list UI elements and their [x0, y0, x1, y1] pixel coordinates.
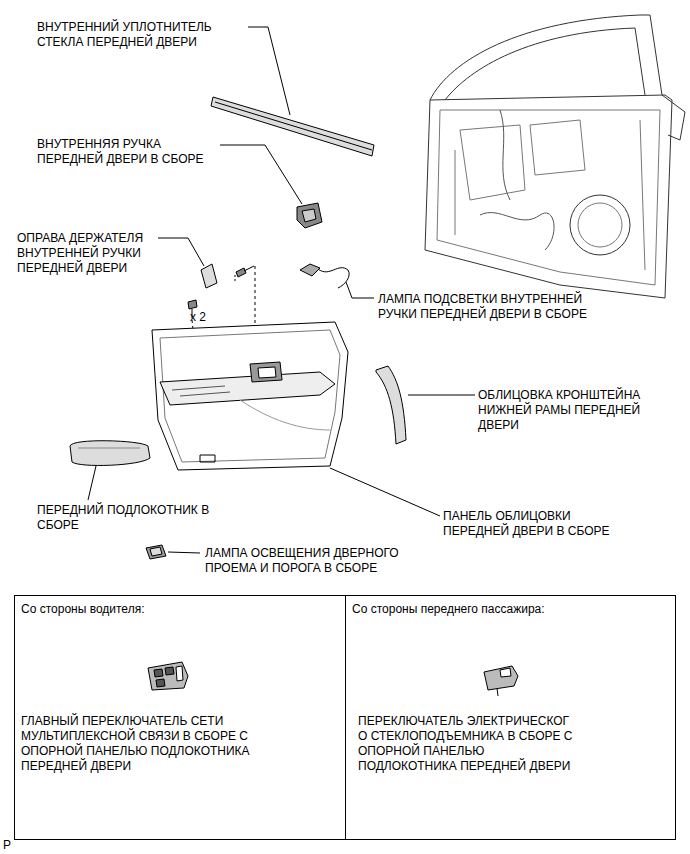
part-label: ЛАМПА ОСВЕЩЕНИЯ ДВЕРНОГО ПРОЕМА И ПОРОГА… — [205, 546, 415, 576]
table-cell: Со стороны водителя: ГЛАВНЫЙ ПЕРЕКЛЮЧАТЕЛ… — [14, 595, 346, 840]
weatherstrip — [211, 97, 374, 156]
master-switch-icon — [148, 662, 188, 690]
part-label: ГЛАВНЫЙ ПЕРЕКЛЮЧАТЕЛЬ СЕТИ МУЛЬТИПЛЕКСНО… — [21, 714, 261, 774]
cell-heading: Со стороны переднего пассажира: — [352, 602, 545, 617]
window-switch-icon — [484, 666, 518, 696]
cell-heading: Со стороны водителя: — [21, 602, 144, 617]
inner-handle — [297, 203, 322, 228]
table-cell: Со стороны переднего пассажира: ПЕРЕКЛЮЧА… — [345, 595, 676, 840]
quantity-note: x 2 — [190, 310, 220, 325]
door-frame — [425, 15, 685, 298]
page-mark: P — [3, 838, 23, 853]
bracket-garnish — [376, 366, 406, 444]
part-label: ПЕРЕКЛЮЧАТЕЛЬ ЭЛЕКТРИЧЕСКОГ О СТЕКЛОПОДЪ… — [358, 714, 580, 774]
part-label: ЛАМПА ПОДСВЕТКИ ВНУТРЕННЕЙ РУЧКИ ПЕРЕДНЕ… — [378, 292, 600, 322]
leader-lines — [88, 27, 475, 553]
part-label: ПАНЕЛЬ ОБЛИЦОВКИ ПЕРЕДНЕЙ ДВЕРИ В СБОРЕ — [443, 509, 633, 539]
part-label: ОПРАВА ДЕРЖАТЕЛЯ ВНУТРЕННЕЙ РУЧКИ ПЕРЕДН… — [17, 231, 157, 276]
courtesy-lamp — [146, 545, 166, 559]
part-label: ОБЛИЦОВКА КРОНШТЕЙНА НИЖНЕЙ РАМЫ ПЕРЕДНЕ… — [478, 388, 668, 433]
trim-panel — [152, 322, 348, 470]
handle-lamp — [300, 264, 349, 288]
handle-bezel — [201, 264, 217, 288]
part-label: ВНУТРЕННИЙ УПЛОТНИТЕЛЬ СТЕКЛА ПЕРЕДНЕЙ Д… — [37, 20, 252, 50]
part-label: ПЕРЕДНИЙ ПОДЛОКОТНИК В СБОРЕ — [37, 503, 222, 533]
part-label: ВНУТРЕННЯЯ РУЧКА ПЕРЕДНЕЙ ДВЕРИ В СБОРЕ — [37, 137, 217, 167]
armrest — [70, 441, 150, 466]
